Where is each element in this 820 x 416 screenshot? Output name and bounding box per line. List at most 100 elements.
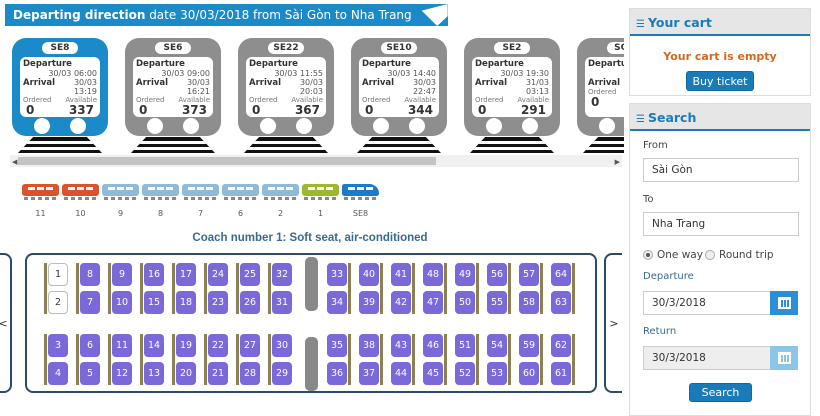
seat-64[interactable]: 64 [551,263,571,286]
seat-53[interactable]: 53 [487,362,507,385]
departure-date-input[interactable]: 30/3/2018 [643,291,798,315]
train-card-sqn[interactable]: SQNDeparture3Arrival3Ordered0 [577,38,624,153]
buy-ticket-button[interactable]: Buy ticket [686,71,754,91]
prev-coach-button[interactable]: < [0,253,12,393]
seat-1[interactable]: 1 [48,263,68,286]
seat-14[interactable]: 14 [144,334,164,357]
seat-31[interactable]: 31 [272,291,292,314]
to-input[interactable]: Nha Trang [643,212,799,236]
seat-48[interactable]: 48 [423,263,443,286]
seat-63[interactable]: 63 [551,291,571,314]
seat-52[interactable]: 52 [455,362,475,385]
seat-44[interactable]: 44 [391,362,411,385]
seat-55[interactable]: 55 [487,291,507,314]
seat-29[interactable]: 29 [272,362,292,385]
seat-39[interactable]: 39 [359,291,379,314]
search-button[interactable]: Search [689,383,752,402]
seat-56[interactable]: 56 [487,263,507,286]
ordered-label: Ordered [475,96,504,104]
count-values: 0 [588,96,624,109]
next-coach-button[interactable]: > [604,253,622,393]
seat-54[interactable]: 54 [487,334,507,357]
seat-38[interactable]: 38 [359,334,379,357]
one-way-label: One way [657,249,703,261]
return-date-input[interactable]: 30/3/2018 [643,346,798,370]
seat-36[interactable]: 36 [327,362,347,385]
departure-calendar-button[interactable] [770,291,798,315]
seat-18[interactable]: 18 [176,291,196,314]
aisle-divider [305,257,318,311]
seat-8[interactable]: 8 [80,263,100,286]
seat-10[interactable]: 10 [112,291,132,314]
seat-12[interactable]: 12 [112,362,132,385]
seat-62[interactable]: 62 [551,334,571,357]
seat-5[interactable]: 5 [80,362,100,385]
from-input[interactable]: Sài Gòn [643,158,799,182]
seat-25[interactable]: 25 [240,263,260,286]
seat-21[interactable]: 21 [208,362,228,385]
seat-3[interactable]: 3 [48,334,68,357]
seat-28[interactable]: 28 [240,362,260,385]
seat-35[interactable]: 35 [327,334,347,357]
seat-45[interactable]: 45 [423,362,443,385]
seat-43[interactable]: 43 [391,334,411,357]
seat-34[interactable]: 34 [327,291,347,314]
scroll-left-arrow-icon[interactable]: ◀ [12,158,18,166]
seat-50[interactable]: 50 [455,291,475,314]
seat-23[interactable]: 23 [208,291,228,314]
seat-42[interactable]: 42 [391,291,411,314]
arrival-time: 30/03 22:47 [412,78,436,96]
seat-20[interactable]: 20 [176,362,196,385]
seat-22[interactable]: 22 [208,334,228,357]
seat-40[interactable]: 40 [359,263,379,286]
one-way-radio[interactable]: One way [643,249,703,261]
seat-59[interactable]: 59 [519,334,539,357]
seat-33[interactable]: 33 [327,263,347,286]
return-calendar-button[interactable] [770,346,798,370]
seat-57[interactable]: 57 [519,263,539,286]
seat-26[interactable]: 26 [240,291,260,314]
seat-37[interactable]: 37 [359,362,379,385]
rail-track-icon [357,137,441,153]
seat-46[interactable]: 46 [423,334,443,357]
seat-11[interactable]: 11 [112,334,132,357]
seat-4[interactable]: 4 [48,362,68,385]
seat-17[interactable]: 17 [176,263,196,286]
seat-24[interactable]: 24 [208,263,228,286]
seat-58[interactable]: 58 [519,291,539,314]
seat-61[interactable]: 61 [551,362,571,385]
scroll-right-arrow-icon[interactable]: ▶ [614,158,620,166]
seat-30[interactable]: 30 [272,334,292,357]
seat-7[interactable]: 7 [80,291,100,314]
seat-49[interactable]: 49 [455,263,475,286]
calendar-icon [777,297,791,309]
train-list-scrollbar[interactable]: ◀ ▶ [10,155,622,167]
seat-16[interactable]: 16 [144,263,164,286]
seat-13[interactable]: 13 [144,362,164,385]
seat-32[interactable]: 32 [272,263,292,286]
seat-2[interactable]: 2 [48,291,68,314]
coach-number: SE8 [352,209,369,218]
coach-number: 7 [197,209,204,218]
seat-6[interactable]: 6 [80,334,100,357]
seat-9[interactable]: 9 [112,263,132,286]
seat-41[interactable]: 41 [391,263,411,286]
seat-15[interactable]: 15 [144,291,164,314]
round-trip-radio[interactable]: Round trip [705,249,774,261]
seat-47[interactable]: 47 [423,291,443,314]
coach-car-icon [62,184,99,196]
seat-51[interactable]: 51 [455,334,475,357]
scrollbar-thumb[interactable] [18,157,436,165]
seat-27[interactable]: 27 [240,334,260,357]
seat-60[interactable]: 60 [519,362,539,385]
seat-19[interactable]: 19 [176,334,196,357]
